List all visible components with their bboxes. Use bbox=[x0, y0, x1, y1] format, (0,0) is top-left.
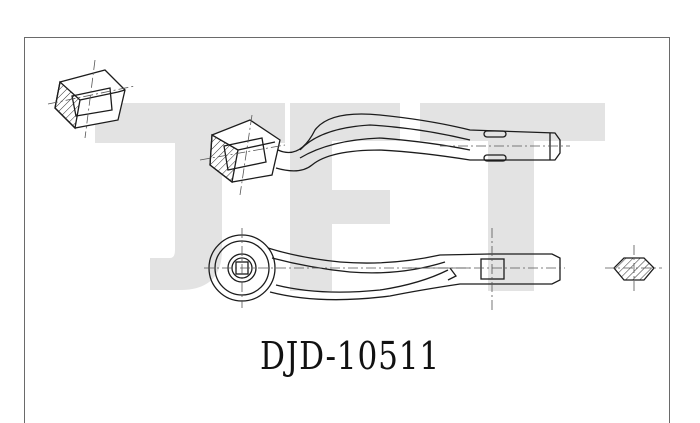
part-number-label: DJD-10511 bbox=[259, 334, 441, 378]
tie-rod-side-view bbox=[204, 228, 565, 312]
watermark-logo bbox=[95, 103, 605, 291]
section-view-left bbox=[47, 59, 136, 139]
tie-rod-top-view bbox=[199, 113, 570, 196]
hex-section-view bbox=[605, 245, 662, 292]
drawing-frame bbox=[24, 37, 670, 423]
